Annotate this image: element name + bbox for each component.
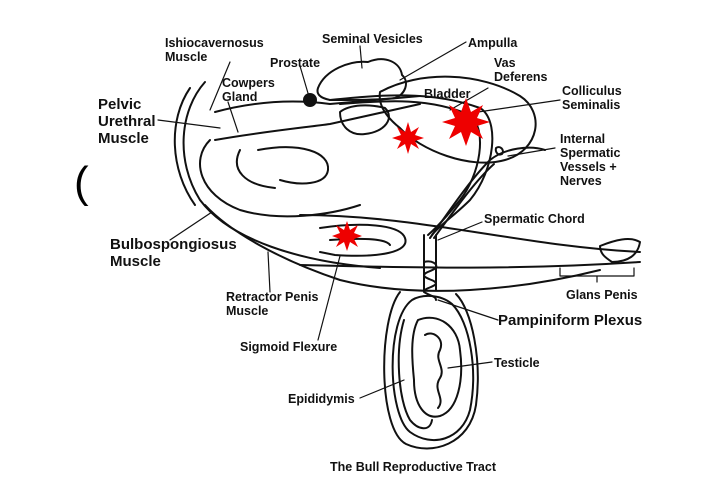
spermatic-vessel-line	[429, 146, 546, 239]
label-testicle: Testicle	[494, 356, 540, 370]
leader-pampiniform	[437, 299, 499, 321]
leader-sigmoid	[317, 255, 341, 341]
pampiniform-coils	[423, 260, 438, 301]
label-seminal-vesicles: Seminal Vesicles	[322, 32, 423, 46]
label-bulbospongiosus: Bulbospongiosus Muscle	[110, 236, 237, 270]
seminal-vesicles-outline	[316, 58, 407, 101]
leader-internal	[507, 147, 556, 157]
stray-parenthesis: (	[74, 158, 89, 207]
prostate-body	[303, 93, 317, 107]
penis-shaft-upper	[299, 214, 641, 253]
leader-vas	[449, 87, 489, 111]
marker-vesicle-star	[392, 122, 424, 154]
leader-spermatic-chord	[437, 221, 483, 241]
bulb-outline	[199, 139, 361, 218]
retractor-muscle	[204, 204, 601, 292]
leader-cowpers	[227, 101, 239, 133]
testicle-outline	[391, 294, 475, 441]
label-sigmoid-flexure: Sigmoid Flexure	[240, 340, 338, 354]
label-retractor-penis: Retractor Penis Muscle	[226, 290, 319, 318]
pelvic-outline	[182, 81, 381, 269]
leader-bulbo	[169, 211, 213, 241]
marker-sigmoid-star	[332, 221, 362, 251]
leader-ishiocavernosus	[209, 61, 231, 111]
label-prostate: Prostate	[270, 56, 321, 70]
label-spermatic-chord: Spermatic Chord	[484, 212, 585, 226]
label-pampiniform-plexus: Pampiniform Plexus	[498, 312, 643, 329]
sigmoid-flexure-curve	[319, 223, 407, 257]
penis-shaft-lower	[299, 261, 641, 269]
label-internal-spermatic: Internal Spermatic Vessels + Nerves	[560, 132, 621, 188]
diagram-caption: The Bull Reproductive Tract	[330, 460, 497, 474]
label-bladder: Bladder	[424, 87, 471, 101]
leader-seminal	[359, 45, 363, 69]
leader-retractor	[267, 251, 271, 293]
label-epididymis: Epididymis	[288, 392, 355, 406]
epididymis-body	[397, 319, 433, 430]
leader-testicle	[447, 361, 493, 369]
pelvic-urethra	[214, 95, 421, 113]
vas-deferens-line	[329, 94, 494, 236]
label-cowpers-gland: Cowpers Gland	[222, 76, 275, 104]
leader-epididymis	[359, 379, 405, 399]
leader-ampulla	[399, 41, 467, 81]
marker-bladder-star	[442, 98, 490, 146]
label-glans-penis: Glans Penis	[566, 288, 638, 302]
label-pelvic-urethral-muscle: Pelvic Urethral Muscle	[98, 96, 156, 147]
label-colliculus-seminalis: Colliculus Seminalis	[562, 84, 622, 112]
label-vas-deferens: Vas Deferens	[494, 56, 548, 84]
leader-pelvic	[157, 119, 221, 129]
glans-outline	[599, 238, 641, 263]
leader-colliculus	[477, 99, 561, 113]
label-ishiocavernosus: Ishiocavernosus Muscle	[165, 36, 264, 64]
label-ampulla: Ampulla	[468, 36, 518, 50]
glans-bracket	[559, 267, 635, 283]
